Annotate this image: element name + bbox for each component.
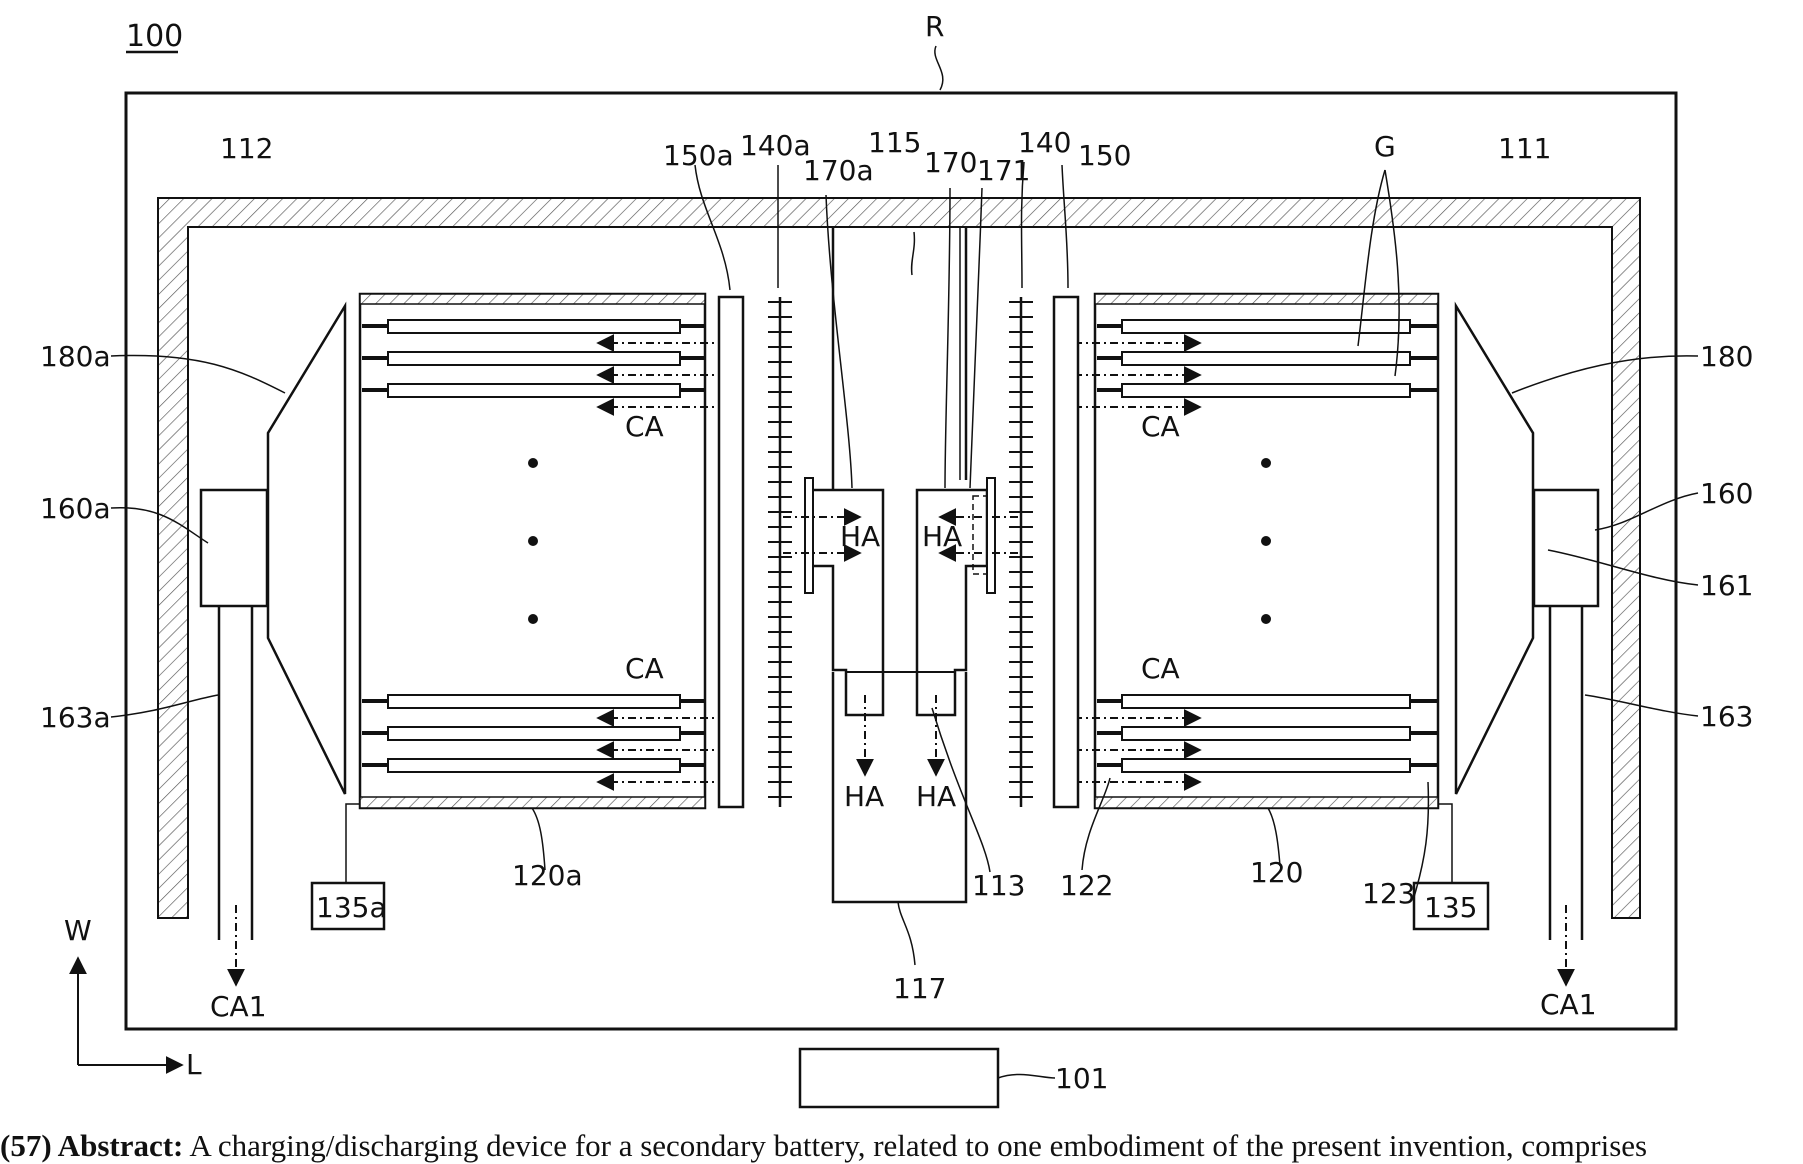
label-ha-left: HA: [840, 520, 880, 553]
label-left-grill: 140a: [740, 129, 811, 162]
label-left-ca-bottom: CA: [625, 652, 664, 685]
abstract-text: A charging/discharging device for a seco…: [189, 1128, 1647, 1163]
label-right-grill: 140: [1018, 126, 1071, 159]
controller-box: [800, 1049, 998, 1107]
room-label: R: [925, 10, 944, 43]
right-sensor-wire: [1438, 804, 1452, 883]
label-left-sensor: 135a: [316, 891, 387, 924]
right-cell: [1122, 320, 1410, 333]
right-fan-casing: [1456, 306, 1533, 794]
label-right-rack: 120: [1250, 856, 1303, 889]
right-ellipsis-dot-1: [1261, 458, 1271, 468]
right-cell: [1122, 727, 1410, 740]
label-right-hood: 170: [924, 146, 977, 179]
right-ellipsis-dot-2: [1261, 536, 1271, 546]
label-right-ca-top: CA: [1141, 410, 1180, 443]
left-duct-box: [201, 490, 267, 606]
right-cell: [1122, 759, 1410, 772]
left-cell: [388, 727, 680, 740]
left-ellipsis-dot-1: [528, 458, 538, 468]
label-right-chamber: 111: [1498, 132, 1551, 165]
left-ellipsis-dot-3: [528, 614, 538, 624]
label-right-inner: 161: [1700, 569, 1753, 602]
label-right-sensor: 135: [1424, 891, 1477, 924]
right-cell: [1122, 695, 1410, 708]
label-right-fan: 180: [1700, 340, 1753, 373]
label-left-chamber: 112: [220, 132, 273, 165]
label-tray-b: 123: [1362, 877, 1415, 910]
label-divider: 113: [972, 869, 1025, 902]
left-cell: [388, 759, 680, 772]
left-rack-top-band: [360, 294, 705, 304]
label-axis-l: L: [186, 1048, 202, 1081]
right-cell: [1122, 384, 1410, 397]
label-left-exhaust: CA1: [210, 990, 267, 1023]
right-hood-lip: [987, 478, 995, 593]
label-left-ca-top: CA: [625, 410, 664, 443]
label-right-duct-box: 160: [1700, 477, 1753, 510]
label-right-pipe: 163: [1700, 700, 1753, 733]
device-label: 100: [126, 19, 183, 54]
room-leader: [935, 46, 943, 90]
label-right-plate: 150: [1078, 139, 1131, 172]
right-cell: [1122, 352, 1410, 365]
right-duct-box: [1534, 490, 1598, 606]
label-bottom-duct: 117: [893, 972, 946, 1005]
left-cell: [388, 352, 680, 365]
left-sensor-wire: [346, 804, 360, 883]
label-left-fan: 180a: [40, 340, 111, 373]
abstract-heading: (57) Abstract:: [0, 1128, 183, 1163]
abstract-line: (57) Abstract: A charging/discharging de…: [0, 1128, 1803, 1164]
right-plate: [1054, 297, 1078, 807]
right-rack-bottom-band: [1095, 797, 1438, 808]
left-cell: [388, 384, 680, 397]
label-right-exhaust: CA1: [1540, 988, 1597, 1021]
left-ellipsis-dot-2: [528, 536, 538, 546]
label-left-duct-box: 160a: [40, 492, 111, 525]
label-gap: G: [1374, 130, 1396, 163]
label-tray-a: 122: [1060, 869, 1113, 902]
label-ha-right: HA: [922, 520, 962, 553]
label-left-plate: 150a: [663, 139, 734, 172]
label-left-hood: 170a: [803, 154, 874, 187]
label-left-pipe: 163a: [40, 701, 111, 734]
label-left-rack: 120a: [512, 859, 583, 892]
label-controller: 101: [1055, 1062, 1108, 1095]
left-cell: [388, 320, 680, 333]
label-right-ca-bottom: CA: [1141, 652, 1180, 685]
right-rack-top-band: [1095, 294, 1438, 304]
right-ellipsis-dot-3: [1261, 614, 1271, 624]
label-ha-down-right: HA: [916, 780, 956, 813]
left-fan-casing: [268, 306, 345, 794]
left-rack-bottom-band: [360, 797, 705, 808]
left-plate: [719, 297, 743, 807]
left-cell: [388, 695, 680, 708]
label-axis-w: W: [64, 914, 92, 947]
label-ha-down-left: HA: [844, 780, 884, 813]
label-passage: 115: [868, 126, 921, 159]
left-hood-lip: [805, 478, 813, 593]
